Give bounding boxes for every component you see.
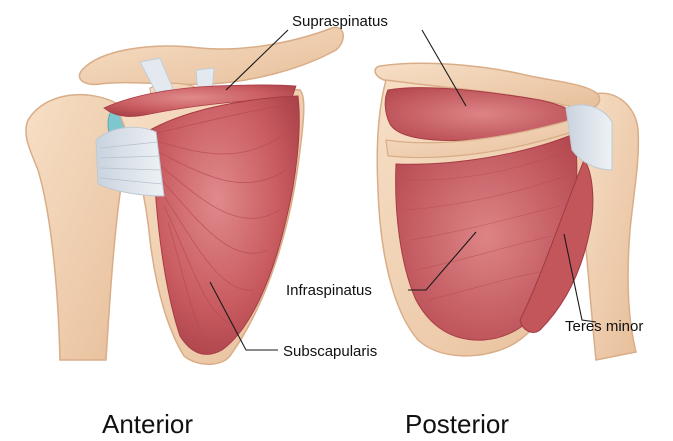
supraspinatus-label: Supraspinatus [292,13,388,30]
infraspinatus-label: Infraspinatus [286,282,372,299]
anterior-view [26,27,343,364]
subscapularis-tendon [96,127,164,196]
posterior-view [375,63,638,360]
anterior-view-title: Anterior [102,409,193,439]
posterior-view-title: Posterior [405,409,509,439]
subscapularis-label: Subscapularis [283,343,377,360]
teres-minor-label: Teres minor [565,318,643,335]
